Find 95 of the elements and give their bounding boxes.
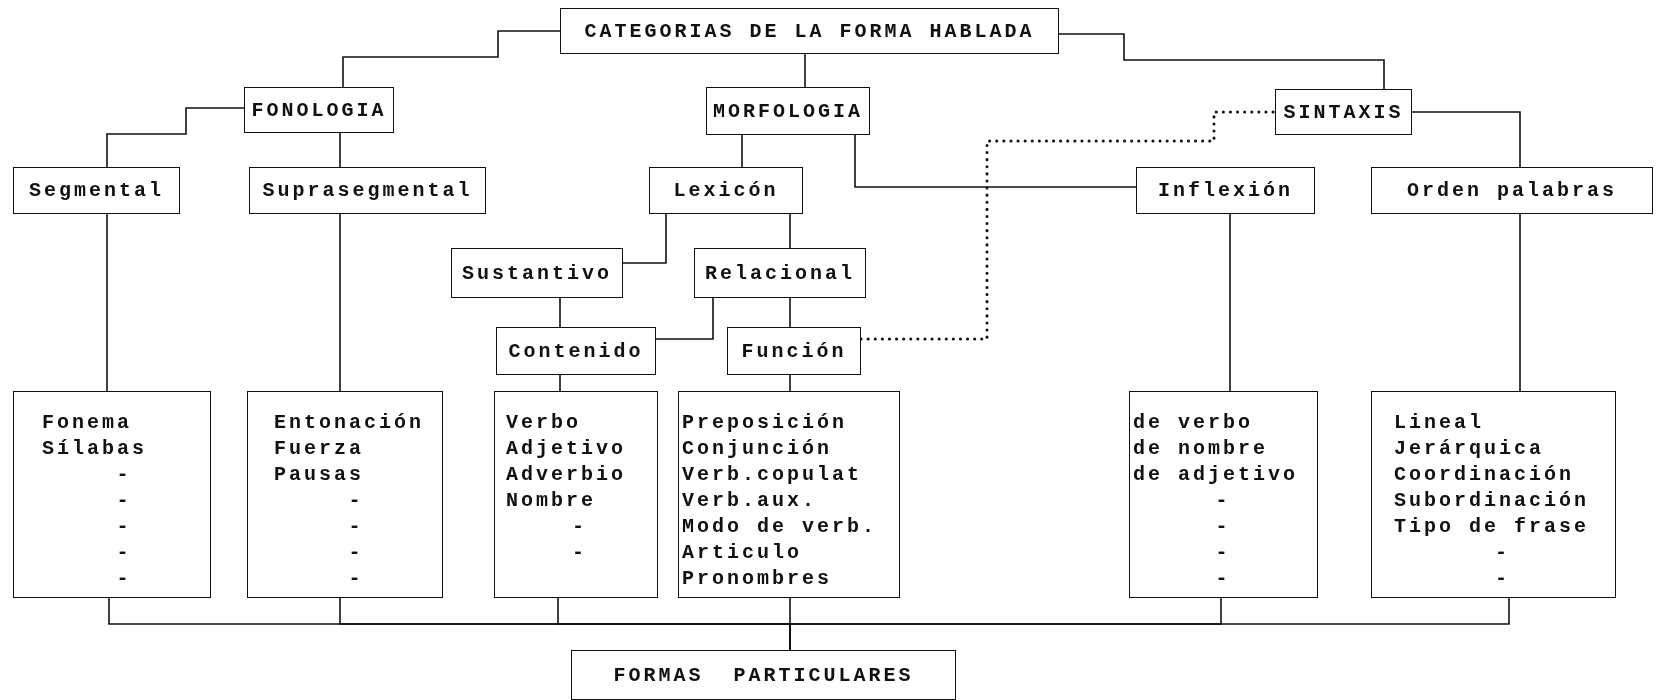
dash-mark: -: [348, 515, 364, 538]
dash-mark: -: [1215, 489, 1231, 512]
connector-line: [1229, 213, 1231, 392]
list-item: Modo de verb.: [682, 515, 878, 538]
list-item: Fuerza: [274, 437, 364, 460]
list-item: Verb.copulat: [682, 463, 863, 486]
category-label: Lexicón: [673, 179, 779, 202]
category-box: [649, 167, 803, 214]
category-box: [571, 650, 956, 700]
list-item: Pronombres: [682, 567, 833, 590]
category-box: [1136, 167, 1315, 214]
category-label: SINTAXIS: [1283, 100, 1404, 124]
dash-mark: -: [1215, 567, 1231, 590]
connector-line: [106, 213, 108, 392]
list-item: Conjunción: [682, 437, 833, 460]
list-item: Adjetivo: [506, 437, 626, 460]
connector-line: [342, 30, 561, 88]
connector-line: [106, 107, 245, 168]
connector-line: [655, 297, 714, 340]
category-box: [13, 167, 180, 214]
category-label: FONOLOGIA: [251, 98, 387, 122]
category-box: [727, 327, 861, 375]
connector-line: [622, 213, 667, 264]
list-item: Fonema: [42, 411, 132, 434]
list-box: [13, 391, 211, 598]
category-label: Contenido: [508, 339, 644, 363]
list-item: Verbo: [506, 411, 581, 434]
dash-mark: -: [116, 463, 132, 486]
category-label: MORFOLOGIA: [713, 99, 863, 123]
category-box: [1275, 89, 1412, 135]
list-item: Entonación: [274, 411, 425, 434]
connector-line: [741, 134, 743, 168]
list-box: [1129, 391, 1318, 598]
dash-mark: -: [572, 515, 587, 538]
dash-mark: -: [572, 541, 587, 564]
connector-line: [559, 374, 561, 392]
list-item: Verb.aux.: [682, 489, 818, 512]
list-item: de adjetivo: [1133, 463, 1299, 486]
category-label: Relacional: [705, 261, 855, 285]
connector-line: [789, 213, 791, 249]
list-box: [247, 391, 443, 598]
list-item: Coordinación: [1394, 463, 1575, 486]
list-item: Subordinación: [1394, 489, 1590, 512]
list-item: Preposición: [682, 411, 848, 434]
dash-mark: -: [348, 489, 364, 512]
dash-mark: -: [116, 567, 132, 590]
category-box: [496, 327, 656, 375]
category-box: [244, 87, 394, 133]
dash-mark: -: [116, 489, 132, 512]
list-item: Tipo de frase: [1394, 515, 1590, 538]
connector-line: [789, 297, 791, 328]
list-box: [494, 391, 658, 598]
category-box: [451, 248, 623, 298]
list-item: Lineal: [1394, 411, 1484, 434]
category-label: Inflexión: [1158, 179, 1293, 202]
connector-line: [804, 53, 806, 88]
category-label: FORMAS PARTICULARES: [613, 663, 914, 687]
list-box: [1371, 391, 1616, 598]
list-item: Adverbio: [506, 463, 626, 486]
connector-line: [339, 213, 341, 392]
list-item: Jerárquica: [1394, 437, 1545, 460]
dash-mark: -: [1215, 515, 1231, 538]
category-label: Orden palabras: [1407, 179, 1617, 202]
category-label: Función: [741, 339, 847, 363]
category-label: Suprasegmental: [262, 179, 473, 202]
connector-line: [1519, 213, 1521, 392]
connector-line: [559, 297, 561, 328]
connector-line: [339, 132, 341, 168]
list-item: Articulo: [682, 541, 802, 564]
connector-line: [1058, 33, 1385, 90]
connector-line: [789, 374, 791, 392]
category-label: Segmental: [29, 179, 164, 202]
list-item: de nombre: [1133, 437, 1269, 460]
category-label: Sustantivo: [462, 261, 612, 285]
category-box: [560, 8, 1059, 54]
dash-mark: -: [1495, 567, 1510, 590]
list-item: de verbo: [1133, 411, 1253, 434]
dash-mark: -: [116, 541, 132, 564]
category-label: CATEGORIAS DE LA FORMA HABLADA: [584, 19, 1035, 43]
dash-mark: -: [116, 515, 132, 538]
dash-mark: -: [1215, 541, 1231, 564]
list-item: Pausas: [274, 463, 364, 486]
dash-mark: -: [1495, 541, 1510, 564]
dash-mark: -: [348, 567, 364, 590]
connector-line: [859, 110, 1277, 341]
dash-mark: -: [348, 541, 364, 564]
list-box: [678, 391, 900, 598]
connector-line: [854, 134, 1137, 188]
category-box: [249, 167, 486, 214]
category-box: [694, 248, 866, 298]
list-item: Sílabas: [42, 437, 147, 460]
list-item: Nombre: [506, 489, 596, 512]
connector-line: [1411, 111, 1521, 168]
category-box: [1371, 167, 1653, 214]
category-box: [706, 87, 870, 135]
